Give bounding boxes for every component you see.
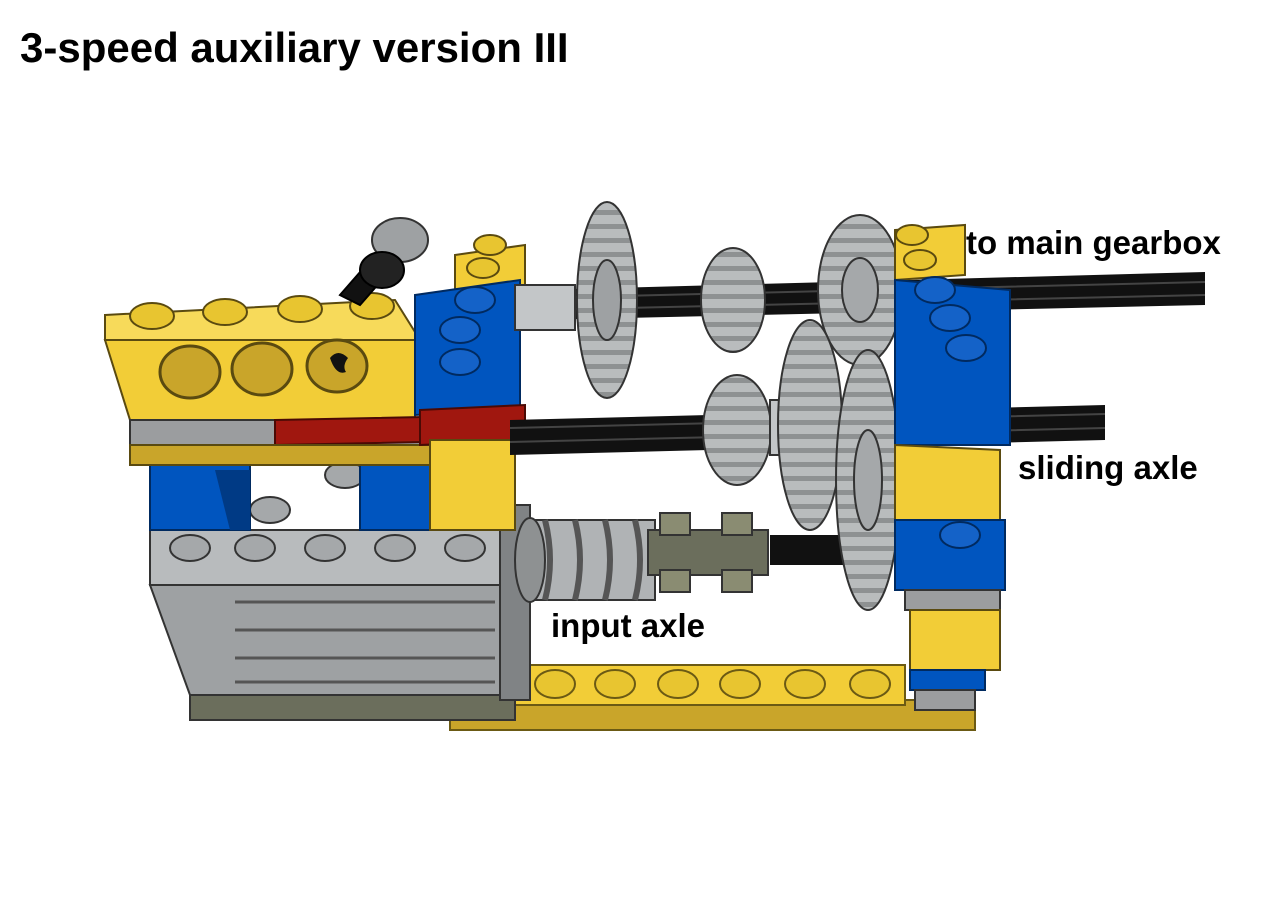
base-plate-yellow xyxy=(449,664,976,731)
label-sliding-axle: sliding axle xyxy=(1018,449,1198,486)
label-input-axle: input axle xyxy=(551,607,706,644)
left-technic-brick xyxy=(103,292,521,466)
right-support-column xyxy=(894,223,1011,711)
worm-gear xyxy=(514,517,656,603)
gear-top-small xyxy=(700,247,766,353)
axle-coupling xyxy=(647,512,769,593)
gear-top-right xyxy=(817,214,903,366)
left-tower-blue xyxy=(149,459,431,531)
diagram-title: 3-speed auxiliary version III xyxy=(20,24,569,71)
label-to-main-gearbox: to main gearbox xyxy=(966,224,1221,261)
sliding-gears xyxy=(702,319,901,611)
middle-support-column xyxy=(414,234,526,531)
gear-top-left xyxy=(514,201,638,399)
motor-block xyxy=(148,461,531,721)
shift-handle xyxy=(338,217,429,307)
